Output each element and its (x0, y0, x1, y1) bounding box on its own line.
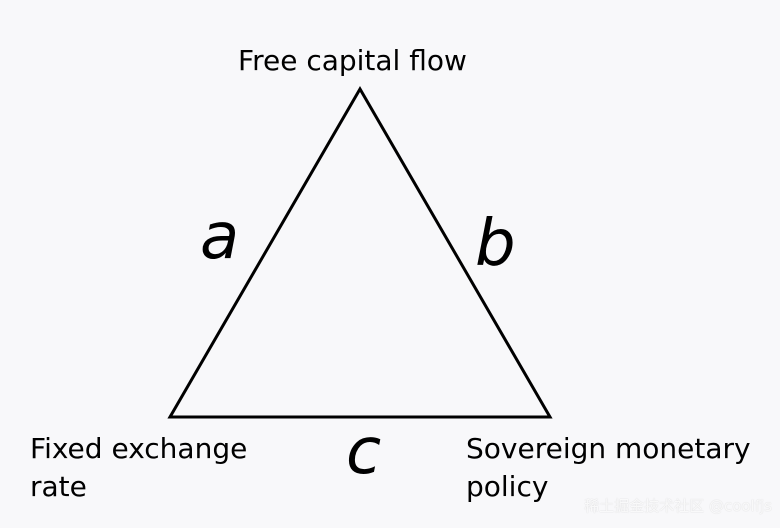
bottom-right-label-line-2: policy (466, 470, 549, 503)
bottom-left-label-line-2: rate (30, 470, 87, 503)
right-side-label: b (475, 207, 516, 281)
bottom-right-vertex-label: Sovereign monetary policy (466, 430, 751, 506)
bottom-right-label-line-1: Sovereign monetary (466, 432, 751, 465)
top-vertex-label: Free capital flow (238, 44, 467, 77)
bottom-left-label-line-1: Fixed exchange (30, 432, 248, 465)
watermark: 稀土掘金技术社区 @coolfjs (584, 497, 772, 515)
trilemma-triangle (167, 86, 553, 419)
left-side-label: a (200, 200, 240, 274)
bottom-side-label: c (346, 415, 382, 489)
bottom-left-vertex-label: Fixed exchange rate (30, 430, 247, 506)
